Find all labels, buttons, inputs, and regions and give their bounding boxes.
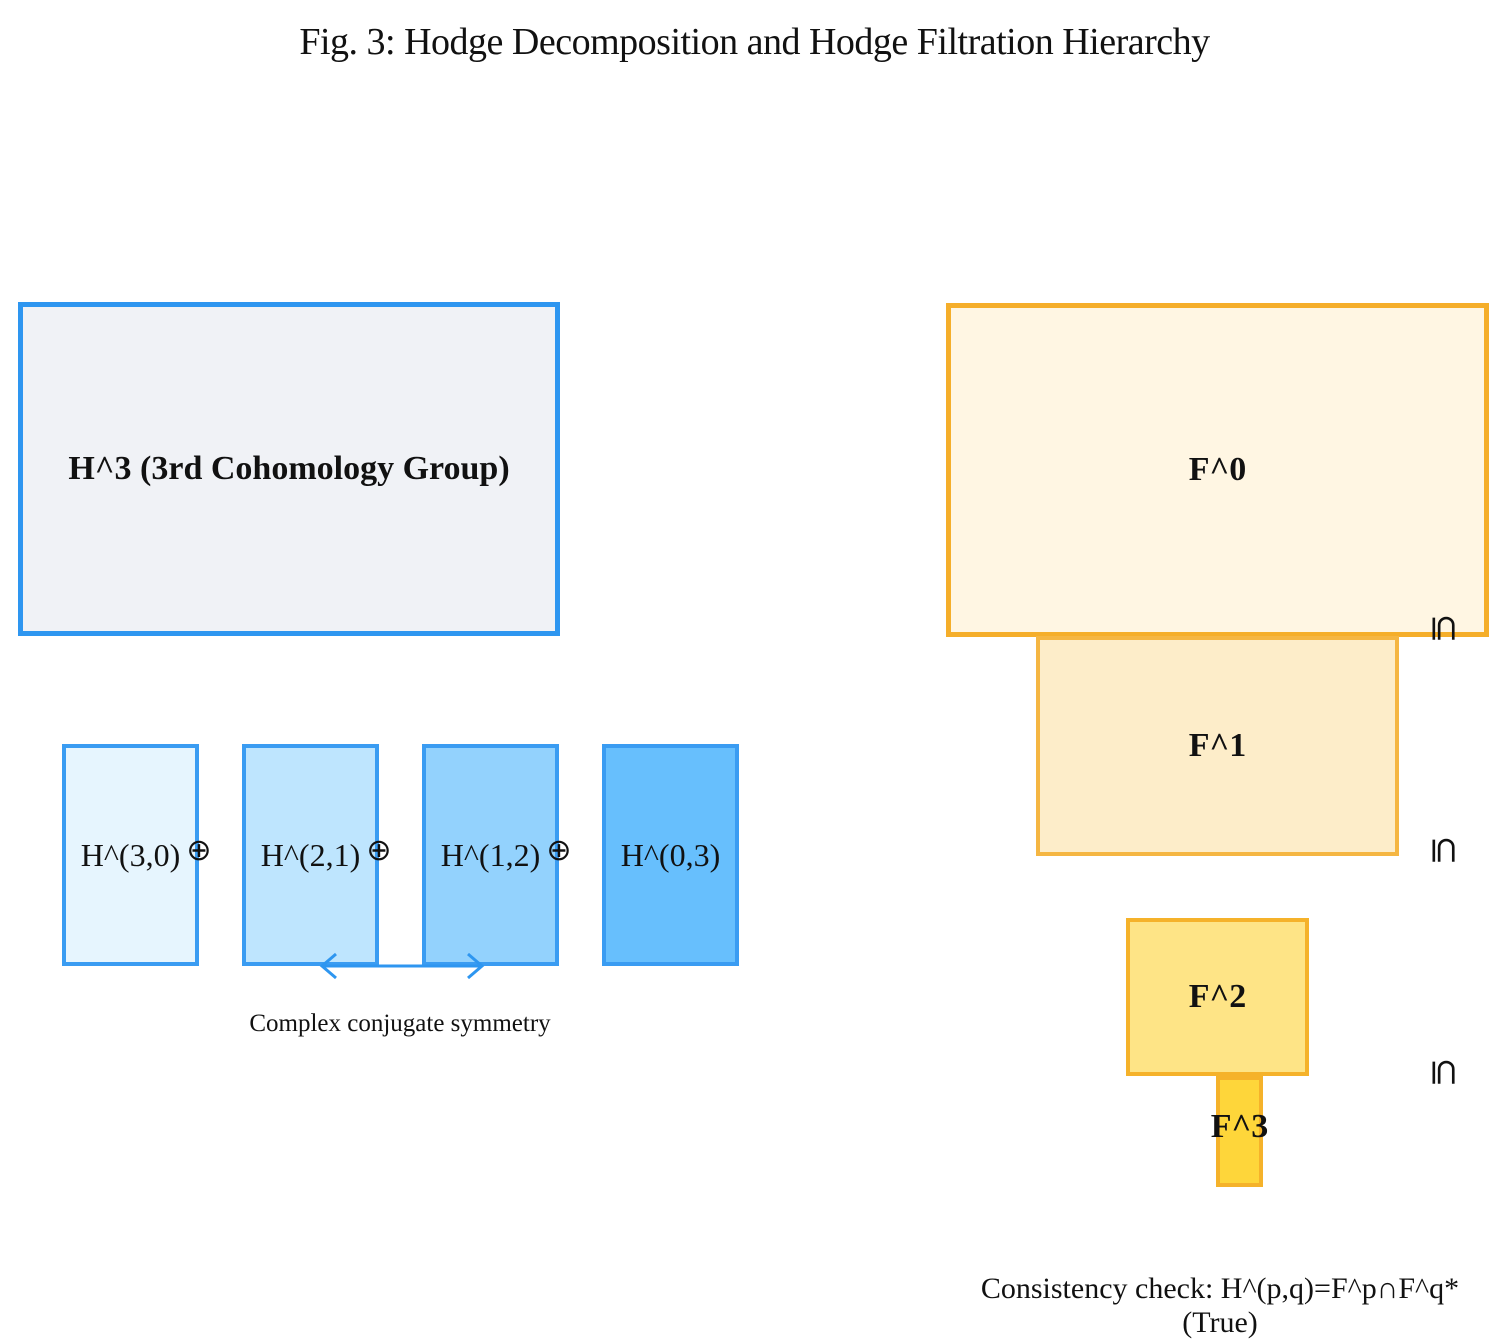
direct-sum-symbol: ⊕ [186,833,212,868]
consistency-check: Consistency check: H^(p,q)=F^p∩F^q* (Tru… [980,1272,1460,1339]
figure-title: Fig. 3: Hodge Decomposition and Hodge Fi… [299,21,1210,63]
hodge-component-3-0: H^(3,0) [62,744,199,966]
hodge-component-label: H^(2,1) [260,836,361,873]
filtration-level-f0: F^0 [946,303,1489,637]
hodge-component-label: H^(1,2) [440,836,541,873]
hodge-component-label: H^(3,0) [80,836,181,873]
direct-sum-symbol: ⊕ [546,833,572,868]
filtration-label: F^3 [1210,1108,1269,1145]
arrow-head-left [319,952,337,980]
hodge-component-1-2: H^(1,2) [422,744,559,966]
hodge-component-0-3: H^(0,3) [602,744,739,966]
inclusion-symbol: ⊆ [1423,1057,1465,1088]
direct-sum-symbol: ⊕ [366,833,392,868]
filtration-level-f1: F^1 [1036,636,1399,856]
filtration-label: F^2 [1188,978,1247,1015]
filtration-level-f2: F^2 [1126,918,1309,1076]
cohomology-group-label: H^3 (3rd Cohomology Group) [68,450,510,487]
filtration-label: F^0 [1188,451,1247,488]
filtration-label: F^1 [1188,727,1247,764]
inclusion-symbol: ⊆ [1423,613,1465,644]
arrow-head-right [467,952,485,980]
symmetry-caption: Complex conjugate symmetry [249,1010,551,1037]
filtration-level-f3: F^3 [1211,1076,1268,1187]
inclusion-symbol: ⊆ [1423,835,1465,866]
cohomology-group-box: H^3 (3rd Cohomology Group) [18,302,560,636]
hodge-component-2-1: H^(2,1) [242,744,379,966]
hodge-component-label: H^(0,3) [620,836,721,873]
